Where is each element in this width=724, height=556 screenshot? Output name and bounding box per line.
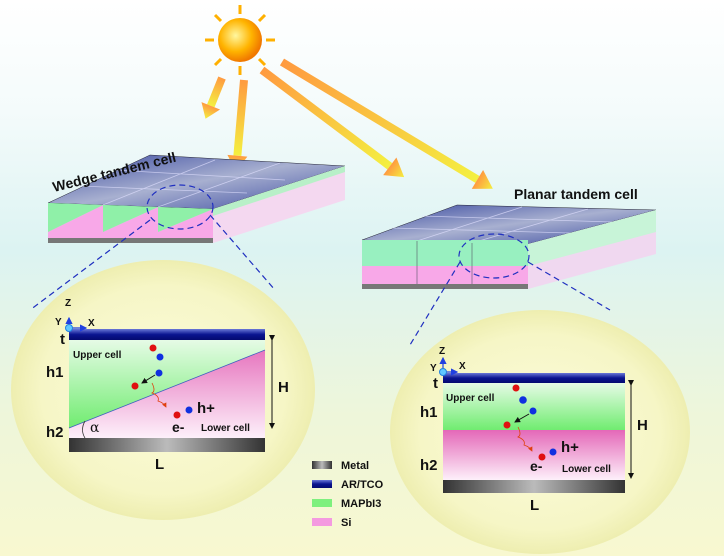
legend-item-si: Si xyxy=(312,517,351,529)
axis-y-label: Y xyxy=(430,363,437,374)
hole-label: h+ xyxy=(197,400,215,417)
axis-z-label: Z xyxy=(65,298,71,309)
lower-cell-label: Lower cell xyxy=(201,423,250,434)
H-label: H xyxy=(637,417,648,434)
h1-label: h1 xyxy=(420,404,438,421)
axis-x-label: X xyxy=(459,361,466,372)
axis-x-label: X xyxy=(88,318,95,329)
legend: Metal AR/TCO MAPbI3 Si xyxy=(312,460,384,529)
legend-item-mapbi3: MAPbI3 xyxy=(312,498,381,510)
light-rays xyxy=(201,58,493,189)
light-ray-arrow xyxy=(201,76,226,119)
h2-label: h2 xyxy=(420,457,438,474)
wedge-inset: Z Y X t h1 h2 α Upper cell Lower cell H … xyxy=(46,298,289,473)
light-ray-arrow xyxy=(259,66,405,178)
sun-icon xyxy=(205,5,275,75)
metal-layer xyxy=(443,480,625,493)
svg-text:Si: Si xyxy=(341,517,351,529)
svg-text:Metal: Metal xyxy=(341,460,369,472)
electron-label: e- xyxy=(172,419,185,435)
lower-cell-label: Lower cell xyxy=(562,464,611,475)
L-label: L xyxy=(530,497,539,514)
H-label: H xyxy=(278,379,289,396)
t-label: t xyxy=(433,375,438,392)
tco-layer xyxy=(443,373,625,383)
planar-inset: Z Y X t h1 h2 Upper cell Lower cell H L … xyxy=(420,346,648,514)
L-label: L xyxy=(155,456,164,473)
upper-cell-label: Upper cell xyxy=(446,393,495,404)
legend-item-metal: Metal xyxy=(312,460,369,472)
h2-label: h2 xyxy=(46,424,64,441)
electron-label: e- xyxy=(530,458,543,474)
legend-item-ar-tco: AR/TCO xyxy=(312,479,384,491)
zoom-indicators xyxy=(29,184,611,346)
axis-y-label: Y xyxy=(55,317,62,328)
light-ray-arrow xyxy=(279,58,493,189)
svg-text:MAPbI3: MAPbI3 xyxy=(341,498,381,510)
planar-cell-3d: Planar tandem cell xyxy=(361,186,657,289)
tco-layer xyxy=(69,329,265,340)
planar-cell-title: Planar tandem cell xyxy=(514,186,638,202)
upper-cell-label: Upper cell xyxy=(73,350,122,361)
axis-z-label: Z xyxy=(439,346,445,357)
alpha-label: α xyxy=(90,420,100,436)
t-label: t xyxy=(60,331,65,348)
svg-text:AR/TCO: AR/TCO xyxy=(341,479,384,491)
hole-label: h+ xyxy=(561,439,579,456)
metal-layer xyxy=(69,438,265,452)
h1-label: h1 xyxy=(46,364,64,381)
